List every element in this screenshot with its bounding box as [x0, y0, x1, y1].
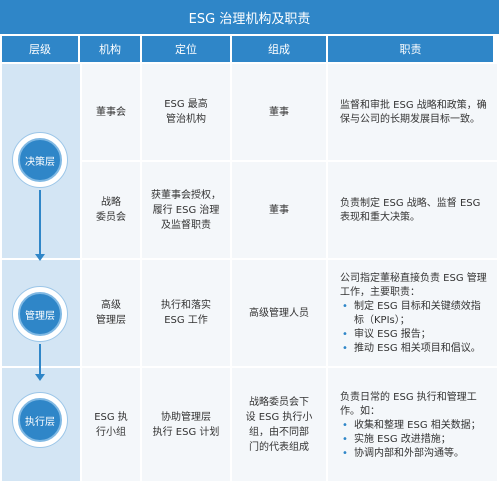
- level-label: 决策层: [18, 138, 62, 182]
- list-item: 审议 ESG 报告；: [340, 328, 487, 342]
- list-item: 收集和整理 ESG 相关数据；: [340, 419, 487, 433]
- duties-text: 负责日常的 ESG 执行和管理工作。如：: [340, 391, 477, 417]
- flow-arrow-line: [39, 344, 41, 374]
- position-cell: 获董事会授权， 履行 ESG 治理 及监督职责: [142, 162, 230, 258]
- org-cell: ESG 执 行小组: [82, 368, 140, 481]
- table-title: ESG 治理机构及职责: [0, 0, 499, 34]
- duties-text: 监督和审批 ESG 战略和政策，确保与公司的长期发展目标一致。: [340, 100, 487, 125]
- composition-cell: 战略委员会下 设 ESG 执行小 组，由不同部 门的代表组成: [232, 368, 326, 481]
- org-cell: 董事会: [82, 64, 140, 160]
- level-badge-management: 管理层: [12, 286, 68, 342]
- list-item: 推动 ESG 相关项目和倡议。: [340, 342, 487, 356]
- position-cell: 执行和落实 ESG 工作: [142, 260, 230, 366]
- table-header-row: 层级 机构 定位 组成 职责: [0, 36, 499, 62]
- duties-cell: 公司指定董秘直接负责 ESG 管理工作，主要职责： 制定 ESG 目标和关键绩效…: [328, 260, 497, 366]
- duties-text: 公司指定董秘直接负责 ESG 管理工作，主要职责：: [340, 273, 487, 298]
- list-item: 制定 ESG 目标和关键绩效指标（KPIs）；: [340, 300, 487, 328]
- position-cell: ESG 最高 管治机构: [142, 64, 230, 160]
- arrow-down-icon: [35, 374, 45, 381]
- header-level: 层级: [2, 36, 78, 62]
- list-item: 协调内部和外部沟通等。: [340, 447, 487, 461]
- position-cell: 协助管理层 执行 ESG 计划: [142, 368, 230, 481]
- list-item: 实施 ESG 改进措施；: [340, 433, 487, 447]
- duties-cell: 负责制定 ESG 战略、监督 ESG 表现和重大决策。: [328, 162, 497, 258]
- level-badge-execution: 执行层: [12, 392, 68, 448]
- org-cell: 高级 管理层: [82, 260, 140, 366]
- flow-arrow-line: [39, 190, 41, 254]
- org-cell: 战略 委员会: [82, 162, 140, 258]
- level-divider: [2, 366, 80, 368]
- header-org: 机构: [80, 36, 140, 62]
- level-label: 执行层: [18, 398, 62, 442]
- header-duties: 职责: [328, 36, 493, 62]
- duties-cell: 负责日常的 ESG 执行和管理工作。如： 收集和整理 ESG 相关数据； 实施 …: [328, 368, 497, 481]
- composition-cell: 董事: [232, 162, 326, 258]
- duties-list: 收集和整理 ESG 相关数据； 实施 ESG 改进措施； 协调内部和外部沟通等。: [340, 419, 487, 461]
- composition-cell: 高级管理人员: [232, 260, 326, 366]
- duties-list: 制定 ESG 目标和关键绩效指标（KPIs）； 审议 ESG 报告； 推动 ES…: [340, 300, 487, 356]
- header-position: 定位: [142, 36, 230, 62]
- header-composition: 组成: [232, 36, 326, 62]
- level-badge-decision: 决策层: [12, 132, 68, 188]
- composition-cell: 董事: [232, 64, 326, 160]
- arrow-down-icon: [35, 254, 45, 261]
- duties-text: 负责制定 ESG 战略、监督 ESG 表现和重大决策。: [340, 198, 481, 223]
- duties-cell: 监督和审批 ESG 战略和政策，确保与公司的长期发展目标一致。: [328, 64, 497, 160]
- level-label: 管理层: [18, 292, 62, 336]
